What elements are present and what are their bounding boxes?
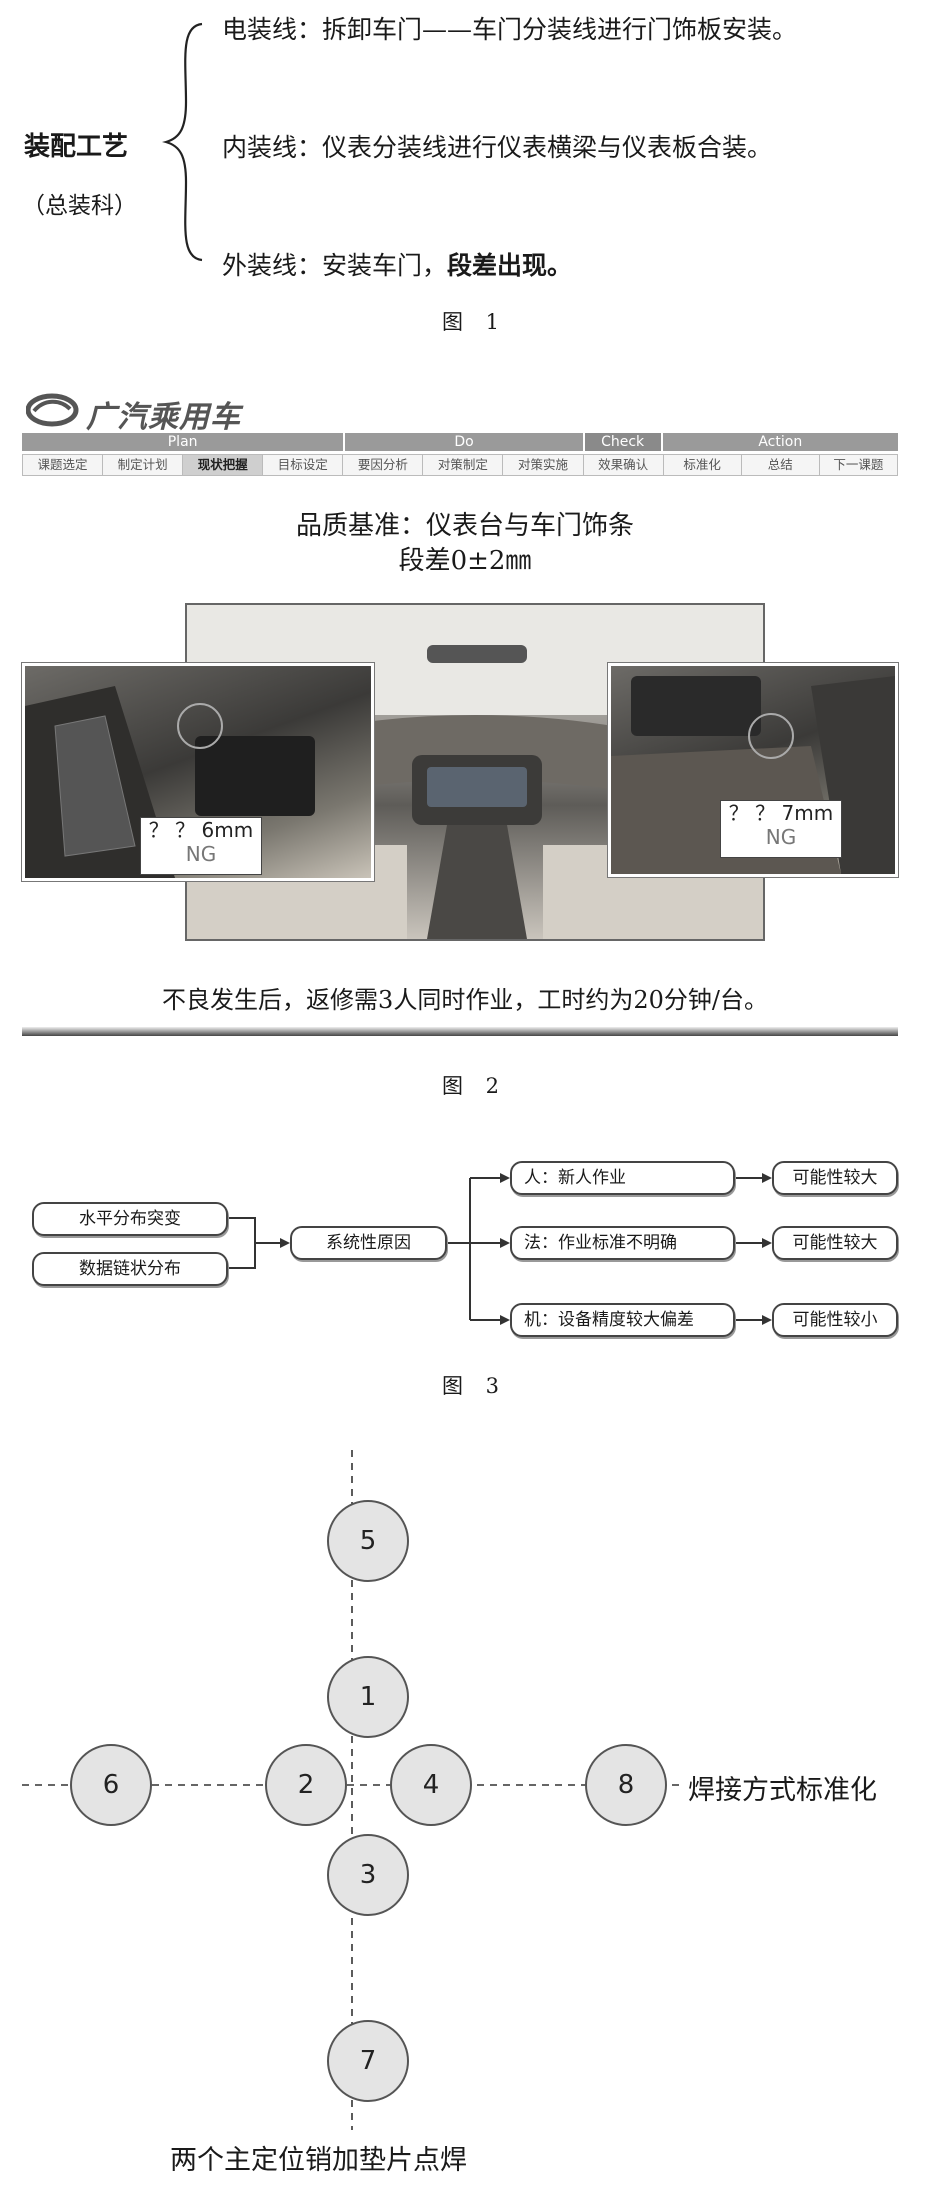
likelihood-box-method: 可能性较大 bbox=[772, 1226, 898, 1260]
node-7: 7 bbox=[327, 2020, 409, 2102]
line-text: 安装车门， bbox=[322, 251, 448, 280]
systemic-cause-box: 系统性原因 bbox=[290, 1226, 447, 1260]
right-label-welding-standard: 焊接方式标准化 bbox=[688, 1775, 877, 1806]
assembly-title: 装配工艺 bbox=[24, 132, 129, 162]
left-measure-result: NG bbox=[185, 842, 217, 866]
step-item: 目标设定 bbox=[263, 455, 344, 475]
phase-plan: Plan bbox=[22, 433, 346, 451]
step-item: 要因分析 bbox=[343, 455, 424, 475]
step-item: 对策实施 bbox=[503, 455, 584, 475]
step-item-active: 现状把握 bbox=[183, 455, 264, 475]
node-8: 8 bbox=[585, 1744, 667, 1826]
node-3: 3 bbox=[327, 1834, 409, 1916]
line-label: 内装线： bbox=[222, 133, 323, 162]
cause-box-method: 法：作业标准不明确 bbox=[510, 1226, 735, 1260]
node-1: 1 bbox=[327, 1656, 409, 1738]
step-item: 标准化 bbox=[663, 455, 742, 475]
line-text: 拆卸车门——车门分装线进行门饰板安装。 bbox=[322, 15, 798, 44]
curly-brace bbox=[162, 22, 203, 262]
figure-3-caption: 图 3 bbox=[442, 1374, 508, 1398]
divider-bar bbox=[22, 1027, 898, 1036]
rework-note: 不良发生后，返修需3人同时作业，工时约为20分钟/台。 bbox=[162, 986, 768, 1014]
pdca-phase-bar: Plan Do Check Action bbox=[22, 433, 898, 451]
quality-standard-title: 品质基准：仪表台与车门饰条 bbox=[295, 511, 634, 541]
right-measure-result: NG bbox=[765, 825, 797, 849]
step-item: 对策制定 bbox=[423, 455, 504, 475]
line-interior: 内装线：仪表分装线进行仪表横梁与仪表板合装。 bbox=[222, 128, 772, 164]
line-emphasis: 段差出现。 bbox=[447, 251, 573, 280]
likelihood-box-people: 可能性较大 bbox=[772, 1161, 898, 1195]
left-measure-value: ？ ？ 6mm bbox=[148, 818, 254, 842]
line-exterior: 外装线：安装车门，段差出现。 bbox=[222, 246, 572, 282]
left-closeup-illustration bbox=[25, 686, 315, 878]
step-item: 效果确认 bbox=[583, 455, 664, 475]
line-text: 仪表分装线进行仪表横梁与仪表板合装。 bbox=[322, 133, 773, 162]
assembly-subtitle: （总装科） bbox=[22, 193, 137, 219]
right-measure-box: ？ ？ 7mm NG bbox=[720, 800, 842, 858]
phase-action: Action bbox=[662, 433, 898, 451]
input-box-level-shift: 水平分布突变 bbox=[32, 1202, 228, 1236]
input-box-chain-distribution: 数据链状分布 bbox=[32, 1252, 228, 1286]
cause-box-people: 人：新人作业 bbox=[510, 1161, 735, 1195]
step-item: 下一课题 bbox=[819, 455, 897, 475]
step-item: 制定计划 bbox=[103, 455, 184, 475]
step-item: 课题选定 bbox=[23, 455, 104, 475]
right-measure-value: ？ ？ 7mm bbox=[728, 801, 834, 825]
node-4: 4 bbox=[390, 1744, 472, 1826]
phase-check: Check bbox=[584, 433, 663, 451]
figure-2-caption: 图 2 bbox=[442, 1074, 508, 1098]
cause-connectors bbox=[228, 1173, 772, 1325]
likelihood-box-machine: 可能性较小 bbox=[772, 1303, 898, 1337]
line-electrical: 电装线：拆卸车门——车门分装线进行门饰板安装。 bbox=[222, 10, 797, 46]
quality-standard-value: 段差0±2㎜ bbox=[398, 546, 532, 576]
node-6: 6 bbox=[70, 1744, 152, 1826]
left-measure-box: ？ ？ 6mm NG bbox=[140, 817, 262, 875]
gac-logo-icon bbox=[26, 393, 79, 427]
bottom-label-pin-shim-weld: 两个主定位销加垫片点焊 bbox=[170, 2145, 467, 2176]
phase-do: Do bbox=[345, 433, 585, 451]
step-item: 总结 bbox=[741, 455, 820, 475]
cause-box-machine: 机：设备精度较大偏差 bbox=[510, 1303, 735, 1337]
brand-logo-text: 广汽乘用车 bbox=[86, 400, 241, 435]
line-label: 外装线： bbox=[222, 251, 323, 280]
figure-1-caption: 图 1 bbox=[442, 310, 508, 334]
node-5: 5 bbox=[327, 1500, 409, 1582]
line-label: 电装线： bbox=[222, 15, 323, 44]
node-2: 2 bbox=[265, 1744, 347, 1826]
pdca-step-bar: 课题选定 制定计划 现状把握 目标设定 要因分析 对策制定 对策实施 效果确认 … bbox=[22, 454, 898, 476]
